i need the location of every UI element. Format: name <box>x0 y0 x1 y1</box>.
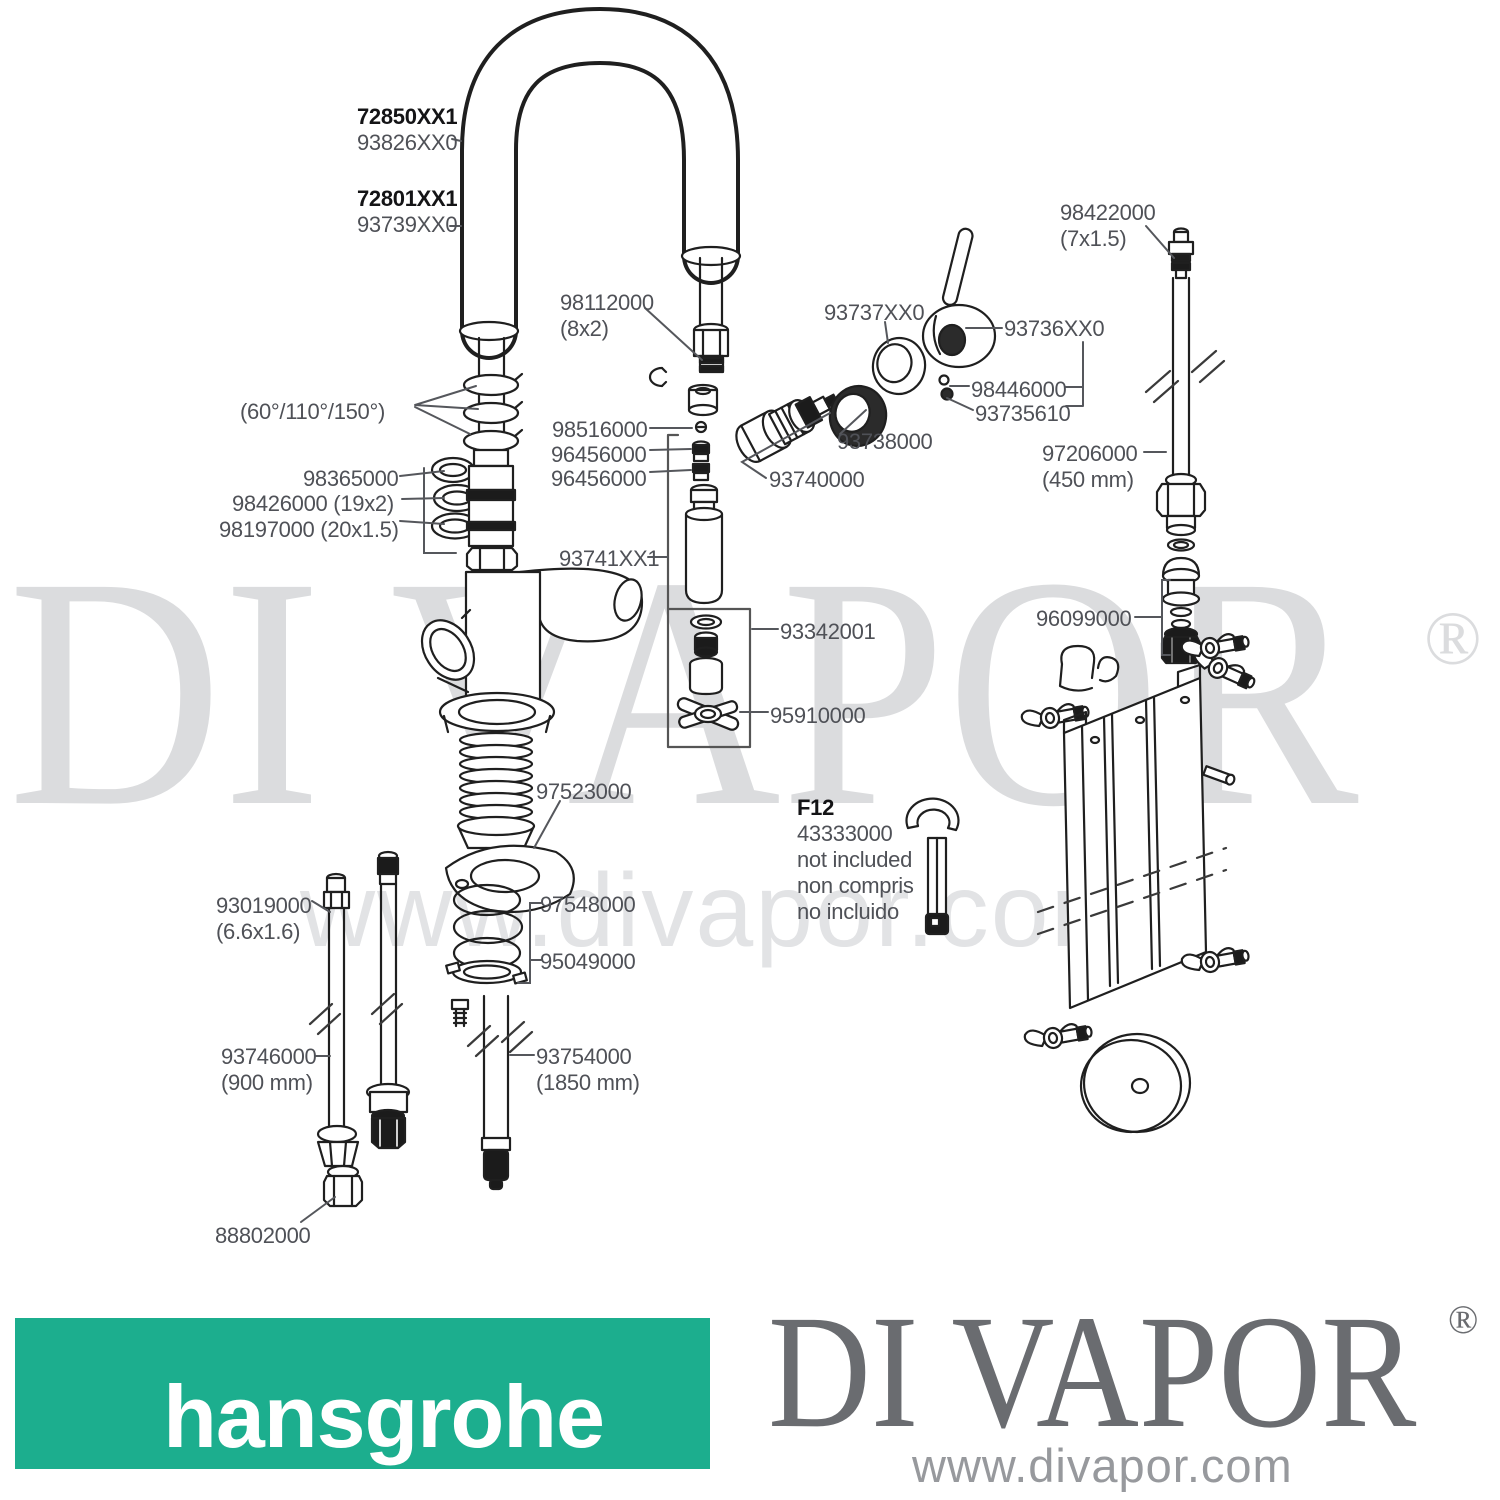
callout-93735610: 93735610 <box>975 401 1071 426</box>
callout-72850xx1: 72850XX1 93826XX0 <box>357 104 458 155</box>
supply-hose-b <box>365 850 411 1150</box>
hose-fitting-98112000 <box>692 322 730 374</box>
aerator-parts <box>688 614 724 696</box>
callout-96456000-b: 96456000 <box>551 466 647 491</box>
divapor-watermark-url: www.divapor.com <box>300 853 1140 969</box>
supply-hose-900mm <box>308 872 360 1168</box>
callout-f12: F12 43333000 not included non compris no… <box>797 795 914 924</box>
callout-88802000: 88802000 <box>215 1223 311 1248</box>
pullout-hose <box>466 994 534 1191</box>
callout-98446000: 98446000 <box>971 377 1067 402</box>
callout-72801xx1: 72801XX1 93739XX0 <box>357 186 458 237</box>
wall-bracket-group <box>1019 629 1252 1134</box>
clip-95910000 <box>676 697 740 731</box>
faucet-body <box>420 567 644 704</box>
callout-93746000: 93746000 (900 mm) <box>221 1044 317 1095</box>
callout-98365000: 98365000 <box>303 466 399 491</box>
divapor-watermark-registered-icon: ® <box>1424 597 1482 681</box>
callout-98112000: 98112000 (8x2) <box>560 290 654 341</box>
mounting-triangle <box>444 844 575 914</box>
group-box-93342001 <box>666 433 752 749</box>
screw-98516000 <box>694 420 708 434</box>
screw <box>450 998 470 1028</box>
callout-96456000-a: 96456000 <box>551 442 647 467</box>
callout-93736xx0: 93736XX0 <box>1004 316 1105 341</box>
snap-rings <box>462 372 524 453</box>
callout-93741xx1: 93741XX1 <box>559 546 660 571</box>
callout-97548000: 97548000 <box>540 892 636 917</box>
callout-97523000: 97523000 <box>536 779 632 804</box>
hansgrohe-logo-box: hansgrohe <box>15 1318 710 1469</box>
faucet-exploded-diagram <box>300 7 1260 1223</box>
callout-lines <box>300 138 1175 1223</box>
callout-93754000: 93754000 (1850 mm) <box>536 1044 640 1095</box>
callout-95049000: 95049000 <box>540 949 636 974</box>
callout-97206000: 97206000 (450 mm) <box>1042 441 1138 492</box>
divapor-logo: DI VAPOR <box>768 1283 1417 1462</box>
callout-93019000: 93019000 (6.6x1.6) <box>216 893 312 944</box>
hansgrohe-logo: hansgrohe <box>163 1367 605 1467</box>
divapor-url: www.divapor.com <box>912 1439 1293 1492</box>
callout-93737xx0: 93737XX0 <box>824 300 925 325</box>
spout-arc <box>458 7 742 454</box>
screws-98446000 <box>938 374 954 401</box>
ring-93737xx0 <box>871 336 927 396</box>
cartridge-93740000 <box>735 393 839 463</box>
spout-column <box>465 448 519 602</box>
handle-93736xx0 <box>921 227 997 369</box>
escutcheon-and-bellows <box>438 691 556 868</box>
callout-93740000: 93740000 <box>769 467 865 492</box>
callout-98422000: 98422000 (7x1.5) <box>1060 200 1156 251</box>
insert-96456000-b <box>691 462 711 482</box>
c-clip <box>648 366 668 388</box>
hose-section-93741 <box>684 483 724 605</box>
f12-tool <box>905 797 960 936</box>
insert-96456000-a <box>691 440 711 463</box>
tab-ring-95049000 <box>445 959 528 985</box>
divapor-registered-icon: ® <box>1448 1297 1479 1342</box>
callout-96099000: 96099000 <box>1036 606 1132 631</box>
callout-93342001: 93342001 <box>780 619 876 644</box>
small-cylinder <box>687 383 719 417</box>
callout-93738000: 93738000 <box>837 429 933 454</box>
callout-98426000: 98426000 (19x2) <box>232 491 394 516</box>
callout-95910000: 95910000 <box>770 703 866 728</box>
callout-98516000: 98516000 <box>552 417 648 442</box>
callout-98197000: 98197000 (20x1.5) <box>219 517 399 542</box>
callout-angles: (60°/110°/150°) <box>240 399 386 424</box>
supply-pipe-right <box>1144 227 1260 695</box>
